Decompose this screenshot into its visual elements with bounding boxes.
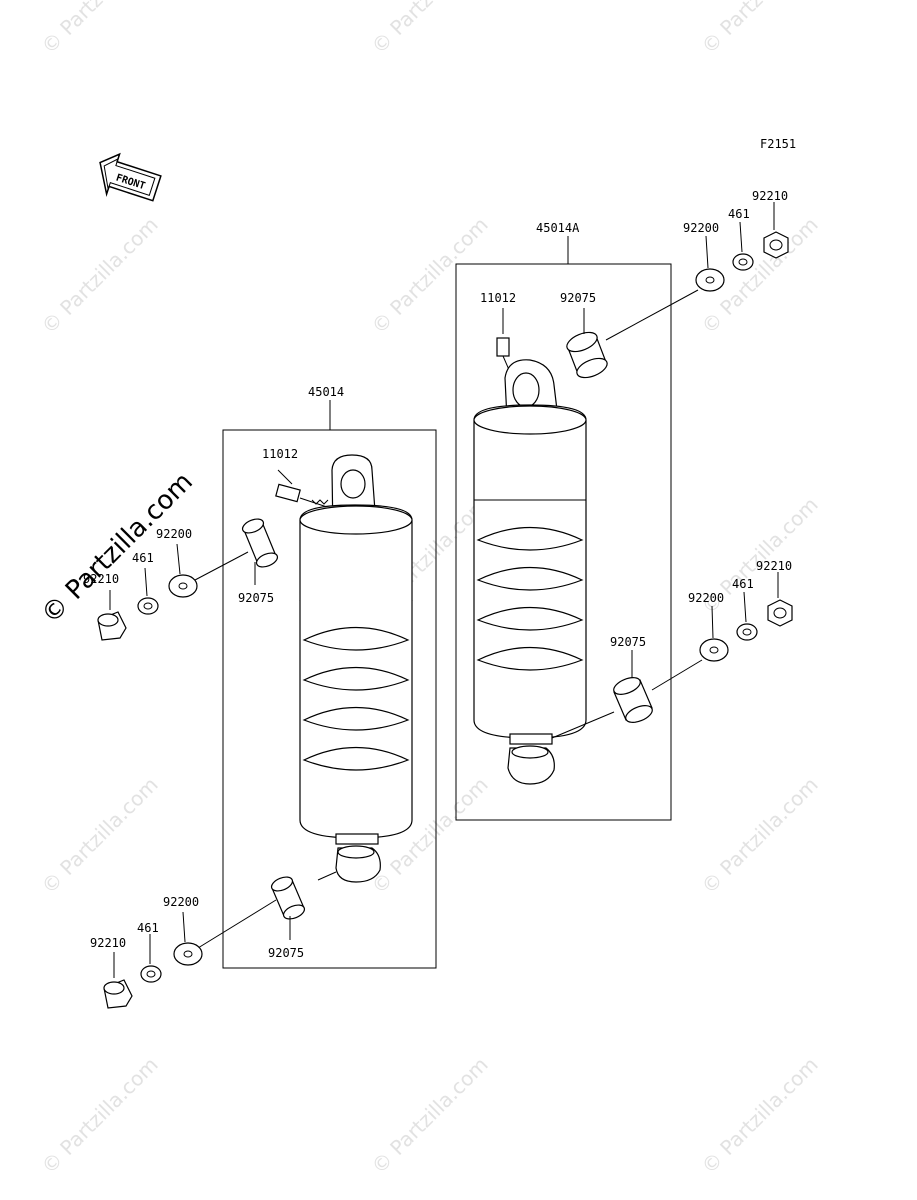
hex-nut-icon: [767, 599, 793, 627]
washer-icon: [168, 574, 198, 598]
label-461-right-bottom: 461: [732, 577, 754, 591]
assembly-number-45014a: 45014A: [536, 221, 580, 235]
label-92075-left-top: 92075: [238, 591, 274, 605]
spacer-icon: [137, 597, 159, 615]
left-shock-assembly: 45014 11012: [83, 385, 437, 1009]
label-92210-left-top: 92210: [83, 572, 119, 586]
front-arrow-icon: FRONT: [99, 152, 162, 202]
label-11012-right: 11012: [480, 291, 516, 305]
shock-spring-coil: [302, 627, 410, 771]
label-92210-right-top: 92210: [752, 189, 788, 203]
label-92200-right-top: 92200: [683, 221, 719, 235]
watermark-main: © Partzilla.com: [36, 467, 199, 630]
figure-code: F2151: [760, 137, 796, 151]
label-92200-right-bottom: 92200: [688, 591, 724, 605]
watermark: © Partzilla.com: [37, 212, 163, 338]
label-92200-left-bottom: 92200: [163, 895, 199, 909]
label-92200-left-top: 92200: [156, 527, 192, 541]
label-92210-right-bottom: 92210: [756, 559, 792, 573]
label-461-right-top: 461: [728, 207, 750, 221]
watermark: © Partzilla.com: [367, 0, 493, 59]
label-92075-left-bottom: 92075: [268, 946, 304, 960]
lower-collar-right: [613, 677, 653, 723]
label-11012-left: 11012: [262, 447, 298, 461]
shock-lower-eye: [335, 845, 381, 883]
watermark: © Partzilla.com: [367, 1052, 493, 1178]
lower-collar-left: [270, 876, 306, 920]
label-461-left-top: 461: [132, 551, 154, 565]
label-92075-right-bottom: 92075: [610, 635, 646, 649]
upper-collar-right: [566, 331, 608, 379]
assembly-frame: [455, 263, 672, 821]
washer-icon: [173, 942, 203, 966]
cap-nut-icon: [103, 979, 133, 1009]
watermark: © Partzilla.com: [697, 1052, 823, 1178]
hex-nut-icon: [763, 231, 789, 259]
lower-adjuster-ring: [335, 833, 379, 845]
label-461-left-bottom: 461: [137, 921, 159, 935]
grease-nipple-icon: [275, 483, 331, 509]
watermark: © Partzilla.com: [37, 0, 163, 59]
washer-icon: [699, 638, 729, 662]
watermark: © Partzilla.com: [37, 772, 163, 898]
label-92210-left-bottom: 92210: [90, 936, 126, 950]
assembly-number-45014: 45014: [308, 385, 344, 399]
spacer-icon: [732, 253, 754, 271]
washer-icon: [695, 268, 725, 292]
label-92075-right-top: 92075: [560, 291, 596, 305]
watermark: © Partzilla.com: [697, 0, 823, 59]
upper-collar-left: [241, 518, 279, 568]
watermark: © Partzilla.com: [367, 212, 493, 338]
right-shock-assembly: 45014A 11012: [455, 189, 793, 821]
spacer-icon: [736, 623, 758, 641]
lower-adjuster-ring: [509, 733, 553, 745]
shock-lower-eye: [507, 745, 555, 785]
shock-spring-coil: [476, 527, 584, 671]
watermark: © Partzilla.com: [37, 1052, 163, 1178]
watermark: © Partzilla.com: [697, 772, 823, 898]
grease-nipple-icon: [496, 337, 511, 373]
cap-nut-icon: [97, 611, 127, 641]
spacer-icon: [140, 965, 162, 983]
